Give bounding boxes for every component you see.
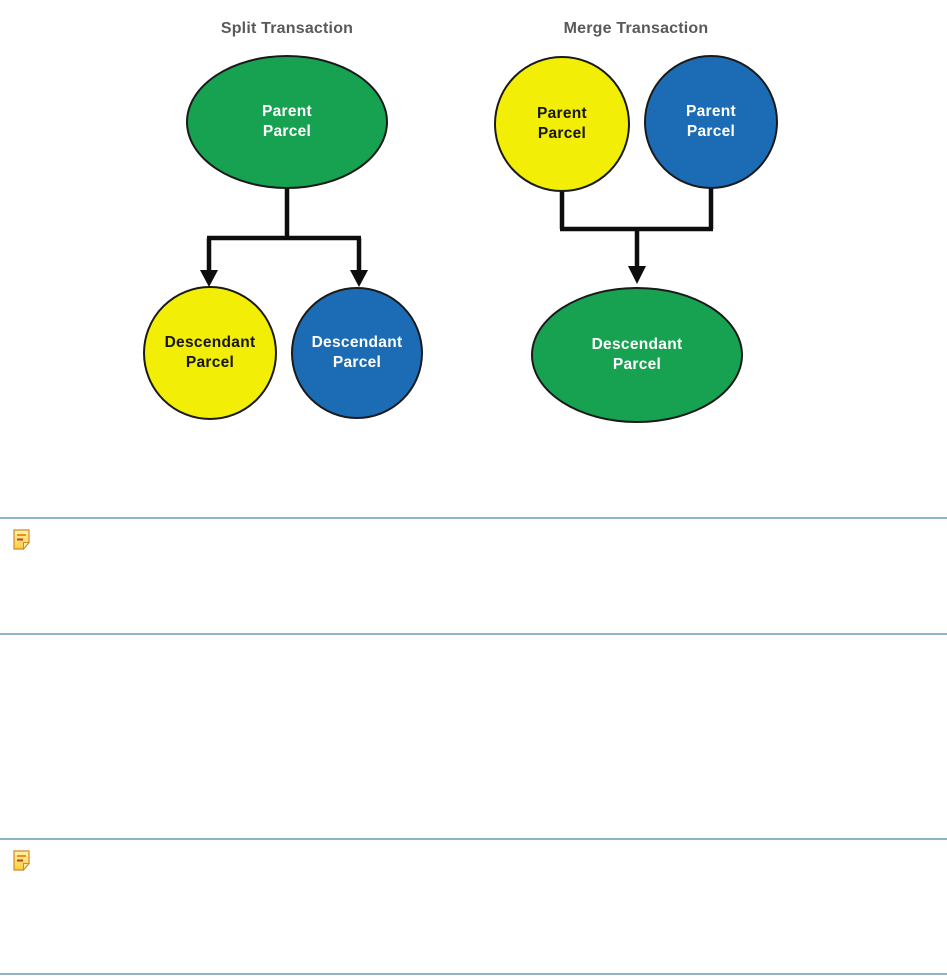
parcel-transaction-diagram: Split Transaction Merge Transaction Pare… [0,0,947,470]
diagram-connectors [200,186,714,287]
section-divider [0,973,947,975]
section-divider [0,633,947,635]
node-label: Parent Parcel [536,104,588,142]
split-descendant-parcel-left-node: Descendant Parcel [143,286,277,420]
node-label: Parent Parcel [685,102,737,140]
merge-descendant-parcel-node: Descendant Parcel [531,287,743,423]
split-parent-parcel-node: Parent Parcel [186,55,388,189]
split-descendant-parcel-right-node: Descendant Parcel [291,287,423,419]
merge-parent-parcel-right-node: Parent Parcel [644,55,778,189]
split-transaction-title: Split Transaction [220,20,354,37]
merge-parent-parcel-left-node: Parent Parcel [494,56,630,192]
node-label: Descendant Parcel [311,333,403,371]
note-icon [13,850,31,872]
node-label: Descendant Parcel [164,333,256,371]
node-label: Descendant Parcel [591,335,683,373]
merge-transaction-title: Merge Transaction [563,20,709,37]
section-divider [0,838,947,840]
node-label: Parent Parcel [261,102,313,140]
section-divider [0,517,947,519]
note-icon [13,529,31,551]
